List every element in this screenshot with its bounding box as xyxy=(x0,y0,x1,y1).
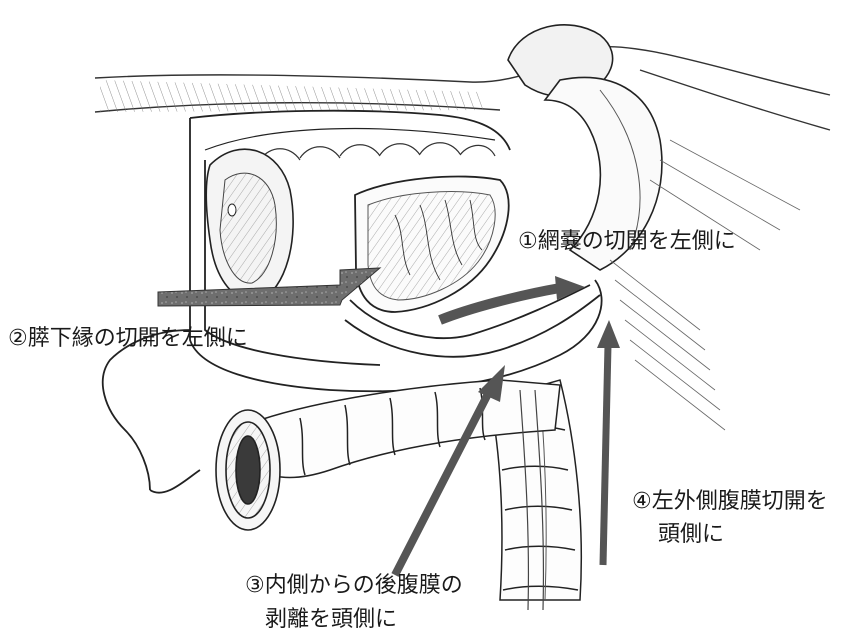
label-step-3-line-2: 剥離を頭側に xyxy=(265,606,397,635)
label-step-2: ②膵下縁の切開を左側に xyxy=(8,325,248,354)
label-step-1: ①網嚢の切開を左側に xyxy=(518,228,736,257)
label-step-3-line-1: ③内側からの後腹膜の xyxy=(245,572,463,601)
label-step-4-line-2: 頭側に xyxy=(658,521,724,550)
colon-haustra-upper xyxy=(260,143,495,160)
pancreas-section xyxy=(355,176,509,312)
colon-stump-left xyxy=(206,149,293,300)
label-step-4-line-1: ④左外側腹膜切開を xyxy=(632,488,828,517)
colon-lumen-section xyxy=(216,410,280,530)
arrow-4 xyxy=(597,320,620,565)
